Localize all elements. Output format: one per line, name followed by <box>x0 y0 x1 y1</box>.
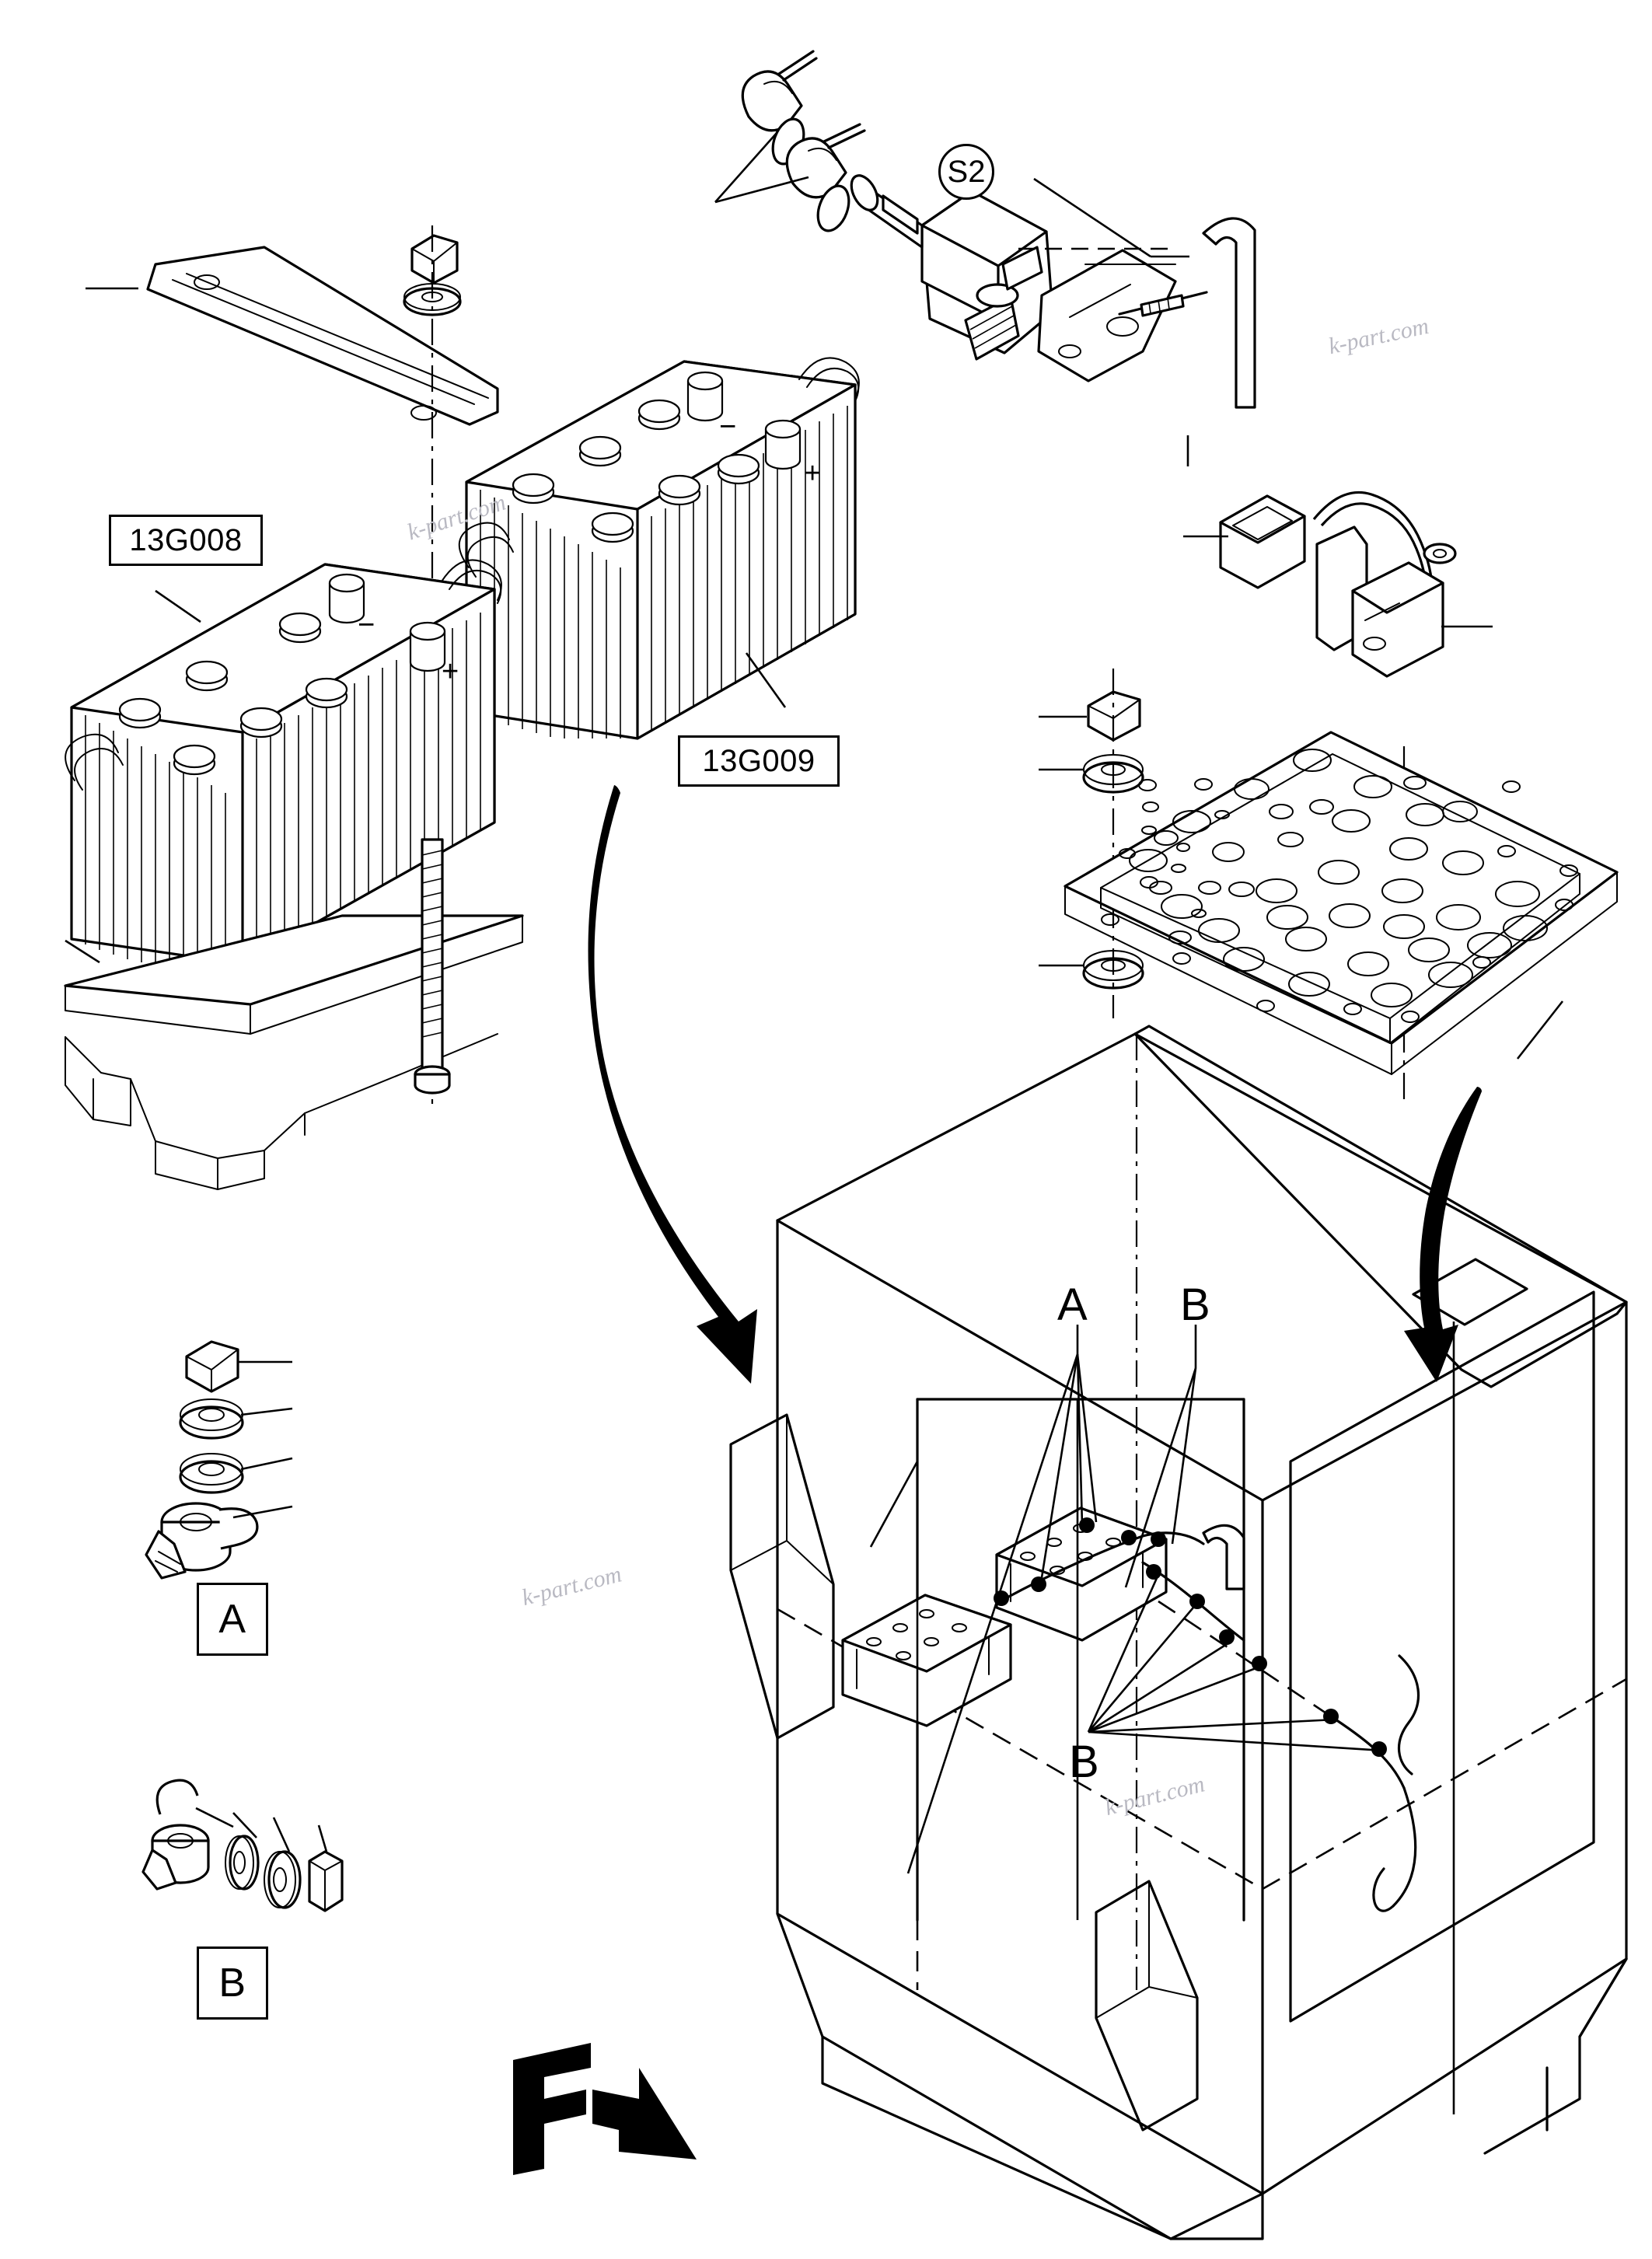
tag-s2: S2 <box>938 144 994 200</box>
detail-box-b: B <box>197 1947 268 2020</box>
assembly-arrow-right <box>1404 1087 1482 1382</box>
part-label-13g009-text: 13G009 <box>702 744 816 778</box>
callout-b-bottom-text: B <box>1069 1737 1099 1787</box>
direction-arrow-front <box>513 2043 697 2175</box>
battery-terminal-sign-2-text: + <box>804 457 822 490</box>
callout-a-top-text: A <box>1057 1280 1088 1330</box>
battery-left <box>65 559 502 965</box>
hold-down-bar <box>86 246 499 426</box>
relay-module-assembly <box>1183 491 1493 678</box>
battery-handles-left <box>65 559 502 791</box>
switch-mount-screw <box>1118 291 1208 317</box>
detail-box-a: A <box>197 1583 268 1656</box>
detail-a-assembly <box>145 1340 293 1580</box>
switch-handle-rod <box>1202 217 1256 409</box>
vent-caps-right <box>512 399 760 543</box>
terminal-boot-lower <box>785 123 866 232</box>
callout-b-bottom: B <box>1069 1740 1099 1785</box>
callout-b-top: B <box>1180 1283 1210 1328</box>
switch-body <box>850 174 1054 361</box>
battery-terminal-sign-2: + <box>804 459 821 488</box>
switch-bracket <box>1018 247 1177 382</box>
callout-leaders-b-top <box>1124 1325 1197 1588</box>
threaded-rod <box>414 838 451 1095</box>
hex-nut-top <box>410 234 459 285</box>
detail-box-a-text: A <box>218 1597 246 1642</box>
callout-leaders-a <box>906 1325 1098 1874</box>
battery-terminal-sign-1-text: − <box>719 410 737 443</box>
battery-posts-left <box>328 573 446 672</box>
cabinet-inner-batteries <box>841 1507 1168 1727</box>
callout-leaders-b-bottom <box>1087 1577 1385 1752</box>
cable-terminal-clamp-b <box>141 1779 210 1891</box>
battery-terminal-sign-4-text: + <box>442 655 459 688</box>
battery-right <box>458 357 860 740</box>
vent-caps-left <box>118 612 348 776</box>
assembly-arrow-left <box>588 785 757 1384</box>
battery-terminal-sign-3-text: − <box>358 609 375 641</box>
battery-posts-right <box>686 371 802 470</box>
tag-s2-text: S2 <box>947 154 986 189</box>
battery-terminal-sign-1: − <box>719 412 736 442</box>
perforated-cover-plate <box>1063 731 1619 1075</box>
callout-b-top-text: B <box>1180 1280 1210 1330</box>
part-label-13g009: 13G009 <box>678 735 840 787</box>
detail-b-assembly <box>141 1779 344 1912</box>
callout-a-top: A <box>1057 1283 1088 1328</box>
detail-box-b-text: B <box>218 1960 246 2006</box>
base-support <box>65 1033 498 1190</box>
cable-terminal-clamp-a <box>145 1502 259 1580</box>
battery-handles-right <box>458 357 860 578</box>
battery-terminal-sign-3: − <box>358 610 375 640</box>
part-label-13g008-text: 13G008 <box>129 523 243 557</box>
battery-tray <box>64 914 524 1035</box>
battery-disconnect-switch-assembly <box>714 50 1256 466</box>
part-label-13g008: 13G008 <box>109 515 263 566</box>
battery-terminal-sign-4: + <box>442 657 459 686</box>
